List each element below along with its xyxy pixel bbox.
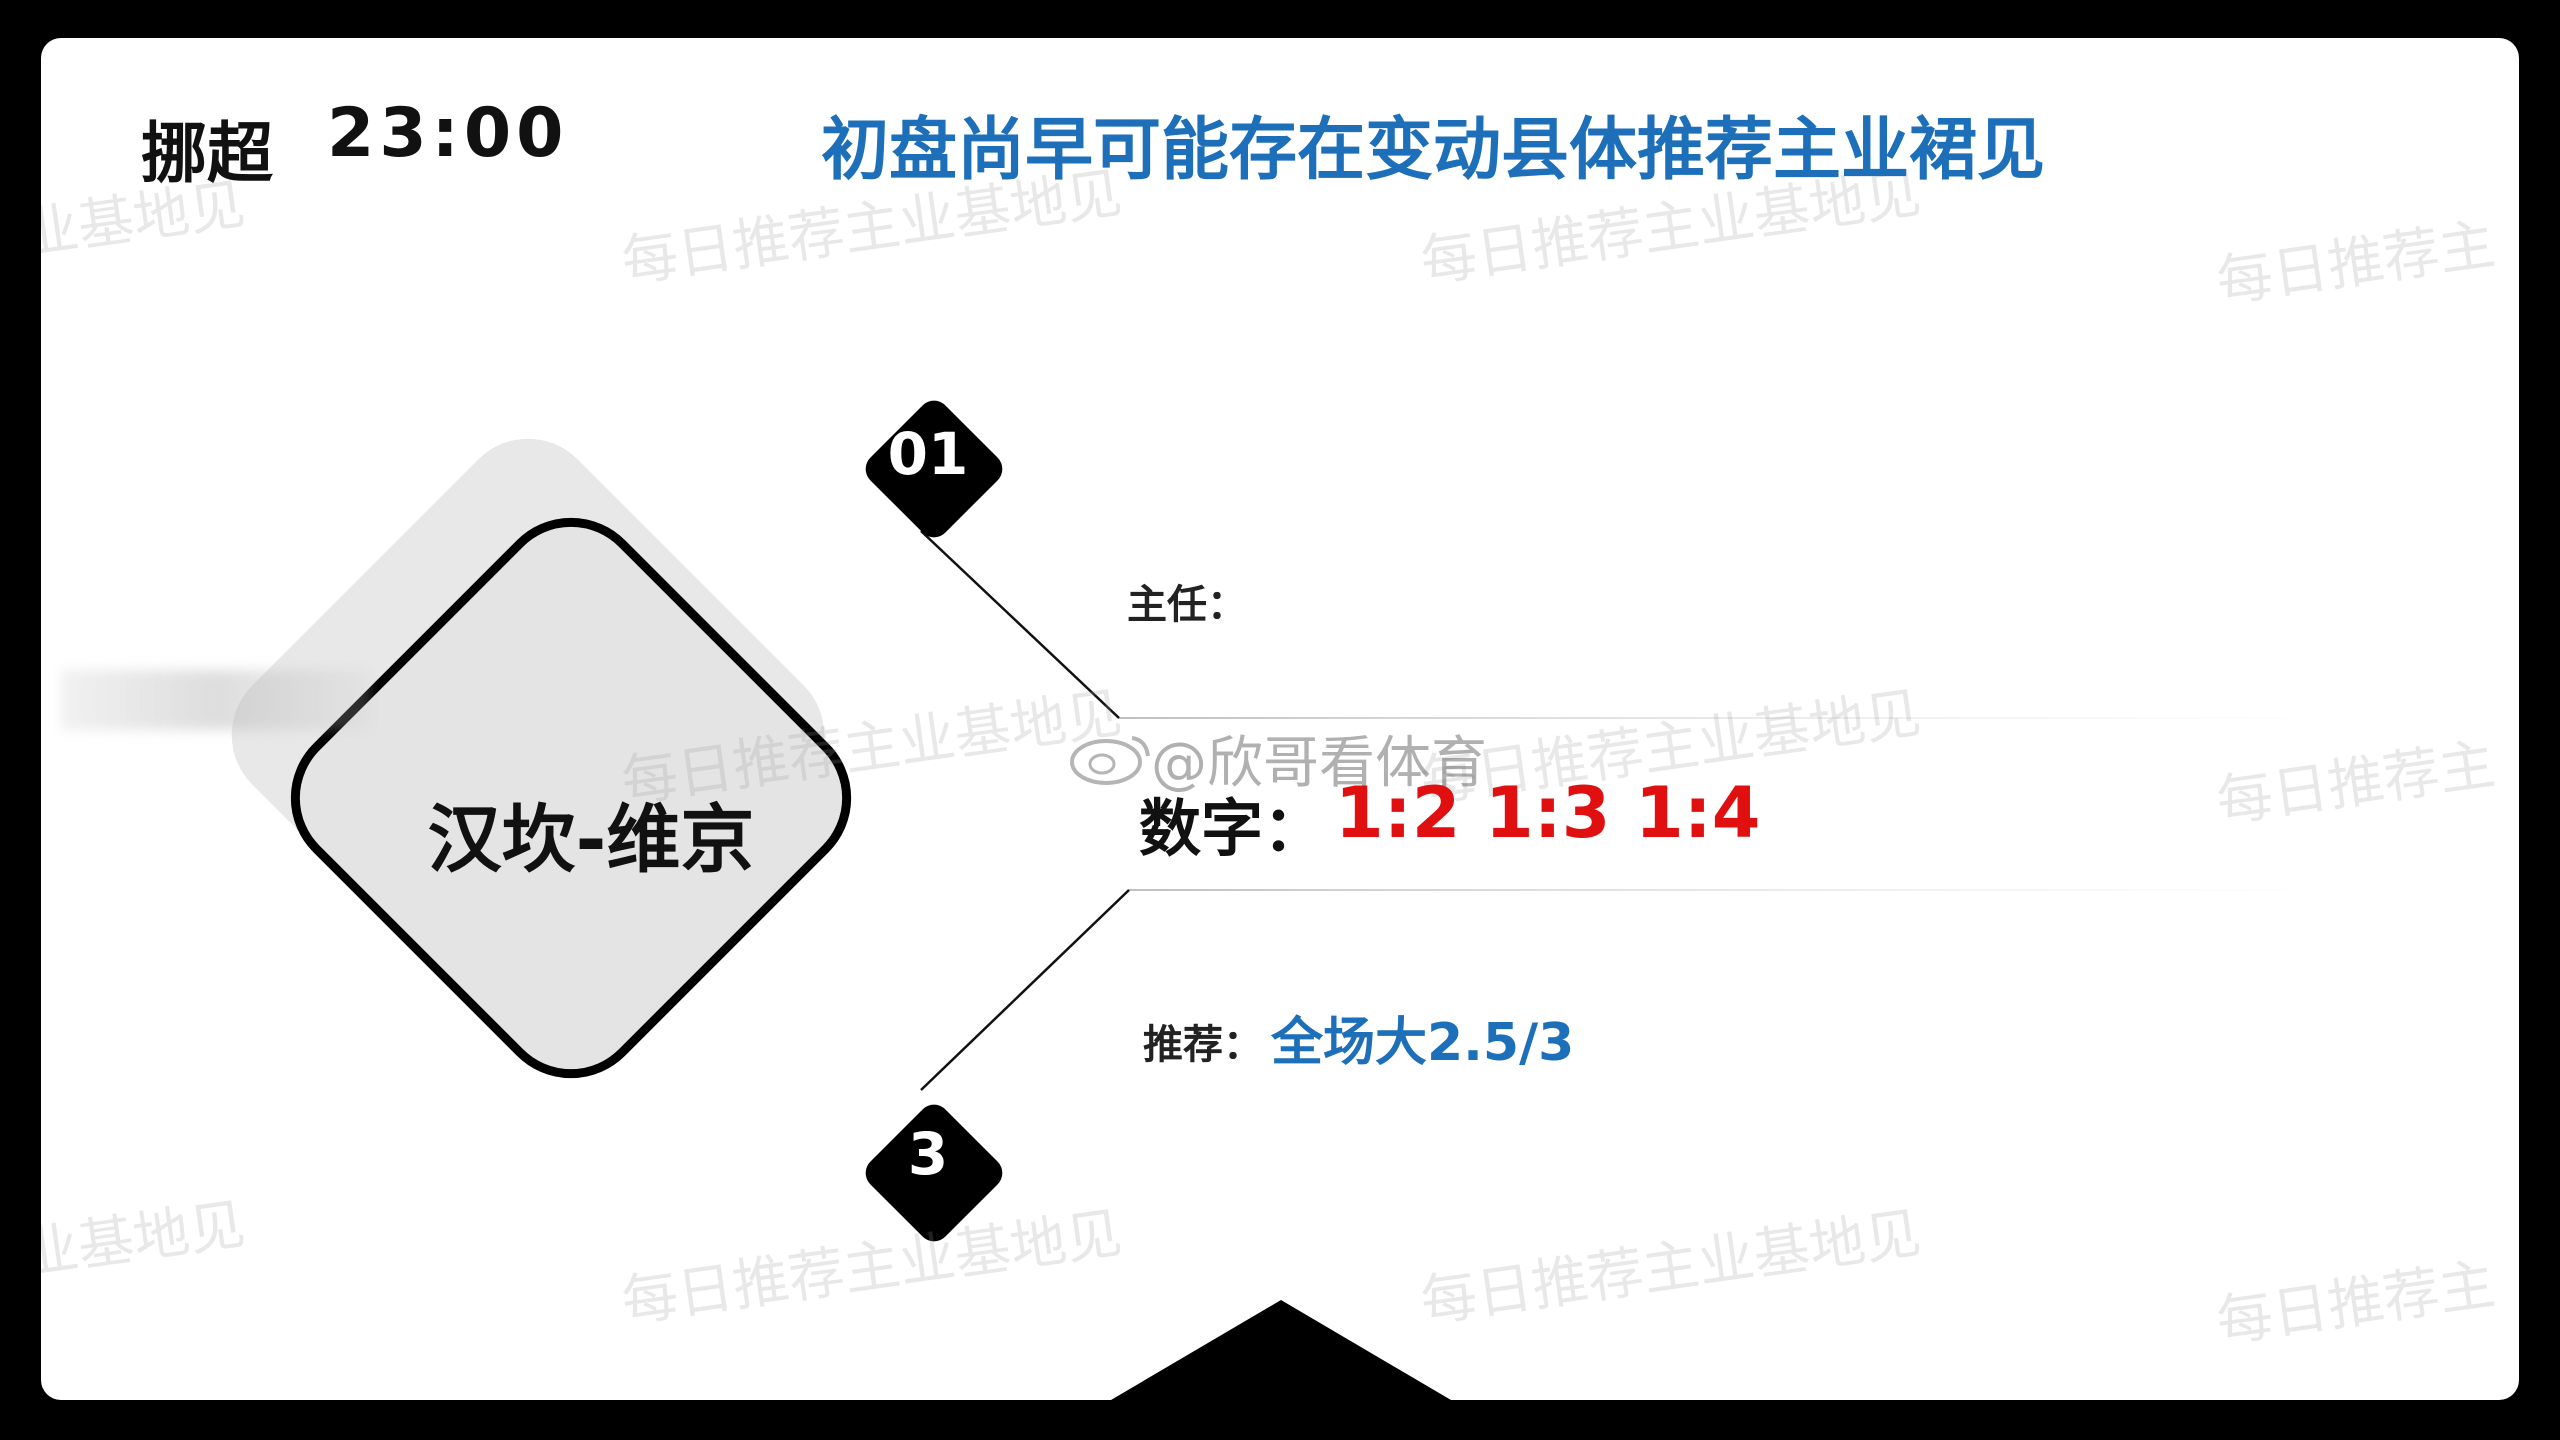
tuijian-label: 推荐： (1143, 1022, 1263, 1068)
connector-diagonal-top (920, 530, 1120, 719)
decor-graphics (231, 400, 2401, 1400)
zhuren-label: 主任： (1127, 582, 1247, 628)
league-label: 挪超 (141, 115, 273, 192)
inner-diamond (290, 517, 852, 1079)
connector-line-bottom (920, 889, 2361, 1091)
bottom-triangle (1111, 1300, 1451, 1400)
credit-handle: @欣哥看体育 (1151, 731, 1487, 796)
tuijian-value: 全场大2.5/3 (1271, 1013, 1575, 1073)
badge-1-diamond (865, 400, 1003, 538)
headline: 初盘尚早可能存在变动县体推荐主业裙见 (821, 111, 2046, 190)
score-pick: 1:2 (1335, 772, 1461, 854)
score-pick: 1:4 (1635, 772, 1761, 854)
kickoff-time: 23:00 (327, 94, 569, 173)
connector-diagonal-bottom (920, 889, 1130, 1091)
shuzi-label: 数字： (1139, 792, 1326, 865)
blurred-tag (61, 670, 371, 730)
badge-2-diamond (865, 1104, 1003, 1242)
weibo-icon (1070, 736, 1150, 785)
card: 主业基地见 每日推荐主业基地见 每日推荐主业基地见 每日推荐主 每日推荐主业基地… (41, 38, 2519, 1400)
match-teams: 汉坎-维京 (427, 797, 755, 883)
score-pick: 1:3 (1485, 772, 1611, 854)
badge-2-number: 3 (907, 1120, 949, 1188)
badge-1-number: 01 (887, 420, 969, 488)
